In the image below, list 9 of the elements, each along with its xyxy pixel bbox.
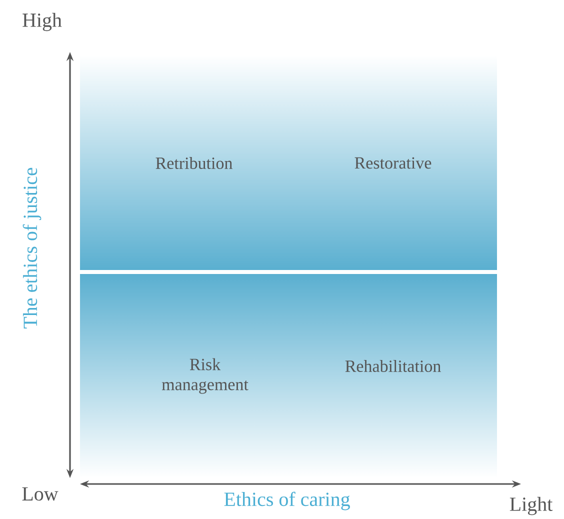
quadrant-label: Restorative [354, 157, 432, 169]
axis-title: Ethics of caring [224, 492, 350, 510]
axis-title: The ethics of justice [22, 168, 42, 328]
quadrant-label: Rehabilitation [345, 360, 441, 372]
axis-end-label: Low [22, 487, 58, 501]
axis-end-label: High [22, 12, 62, 32]
quadrant-label: Retribution [156, 157, 232, 169]
axis-end-label: Light [510, 496, 553, 516]
quadrant-label: Risk management [162, 358, 248, 394]
